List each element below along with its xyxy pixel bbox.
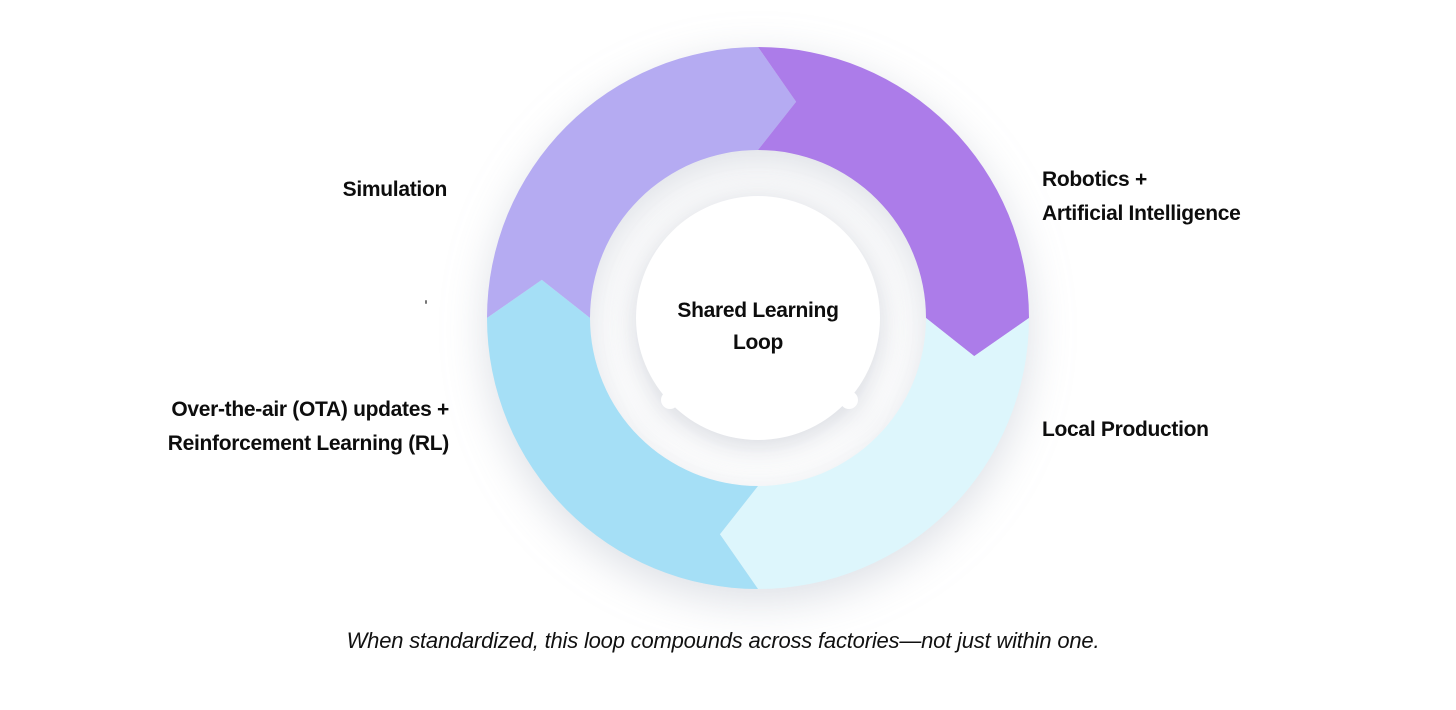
caption: When standardized, this loop compounds a… <box>346 628 1100 653</box>
segment-robotics-ai-arc <box>758 47 1029 357</box>
center-label: Shared Learning Loop <box>608 295 908 359</box>
segment-local-production-arc <box>719 318 1029 589</box>
center-hub-circle <box>636 196 880 440</box>
label-local-production: Local Production <box>1042 418 1209 441</box>
hub-bump-right <box>840 391 858 409</box>
center-label-line2: Loop <box>732 331 784 354</box>
arrow-ring <box>487 47 1029 589</box>
label-simulation: Simulation <box>342 178 448 201</box>
segment-simulation-arc <box>487 47 797 318</box>
hub-bump-left <box>661 391 679 409</box>
center-label-line1: Shared Learning <box>677 299 839 322</box>
label-ota-rl: Over-the-air (OTA) updates + Reinforceme… <box>167 398 450 455</box>
label-robotics-ai: Robotics + Artificial Intelligence <box>1042 168 1241 225</box>
center-hub <box>636 196 880 440</box>
segment-ota-rl-arc <box>487 279 758 589</box>
stray-dot <box>425 300 427 304</box>
